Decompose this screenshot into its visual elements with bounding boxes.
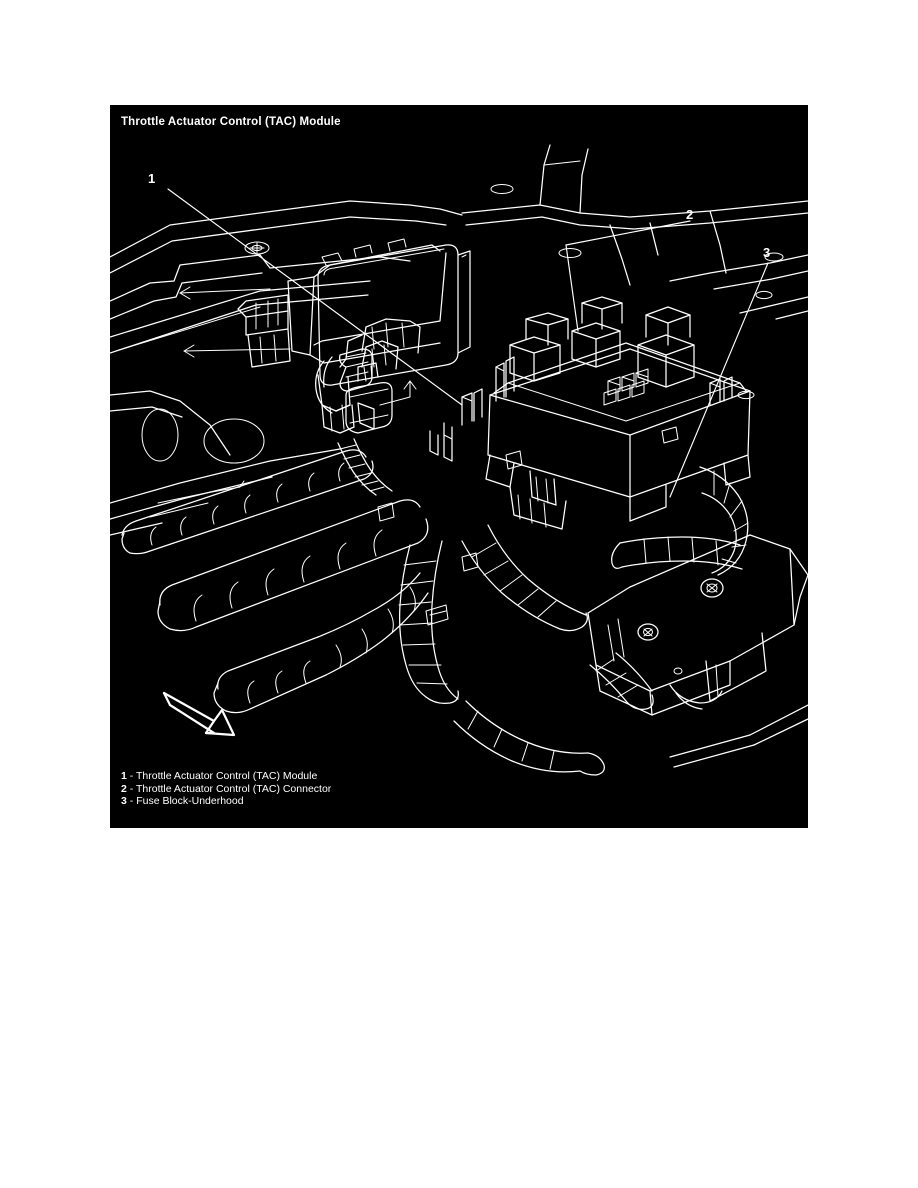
leader-line-2a	[565, 220, 691, 246]
legend-item-1: 1 - Throttle Actuator Control (TAC) Modu…	[121, 770, 331, 783]
legend-dash-1: -	[126, 770, 136, 782]
technical-illustration	[110, 144, 808, 776]
figure-title: Throttle Actuator Control (TAC) Module	[121, 116, 341, 128]
callout-number-3: 3	[763, 245, 771, 260]
callout-number-2: 2	[686, 207, 694, 222]
callout-leader-lines	[167, 188, 769, 498]
leader-line-3	[669, 262, 769, 498]
legend-item-3: 3 - Fuse Block-Underhood	[121, 795, 331, 808]
wiring-harness	[121, 426, 749, 776]
mounting-bracket	[587, 534, 808, 768]
legend-dash-2: -	[126, 782, 136, 795]
figure-legend: 1 - Throttle Actuator Control (TAC) Modu…	[121, 770, 331, 808]
callout-number-1: 1	[148, 171, 156, 186]
engine-bay-structure	[110, 144, 808, 536]
tac-module-body	[179, 238, 471, 406]
legend-number-3: 3	[121, 795, 127, 807]
bolt-upper	[700, 578, 724, 598]
legend-item-2: 2 - Throttle Actuator Control (TAC) Conn…	[121, 783, 331, 796]
legend-number-1: 1	[121, 770, 127, 782]
leader-line-1	[167, 188, 463, 406]
tac-connector	[317, 340, 399, 496]
leader-line-2b	[565, 244, 579, 332]
legend-label-1: Throttle Actuator Control (TAC) Module	[136, 770, 318, 782]
legend-dash-3: -	[126, 795, 137, 807]
figure-panel: Throttle Actuator Control (TAC) Module	[110, 105, 808, 828]
lower-connector-block	[315, 318, 421, 434]
bolt-lower	[637, 623, 659, 641]
legend-number-2: 2	[121, 782, 127, 795]
forward-arrow-icon	[162, 691, 236, 737]
fuse-block-underhood	[429, 296, 751, 530]
legend-label-2: Throttle Actuator Control (TAC) Connecto…	[136, 782, 332, 795]
legend-label-3: Fuse Block-Underhood	[136, 795, 244, 807]
